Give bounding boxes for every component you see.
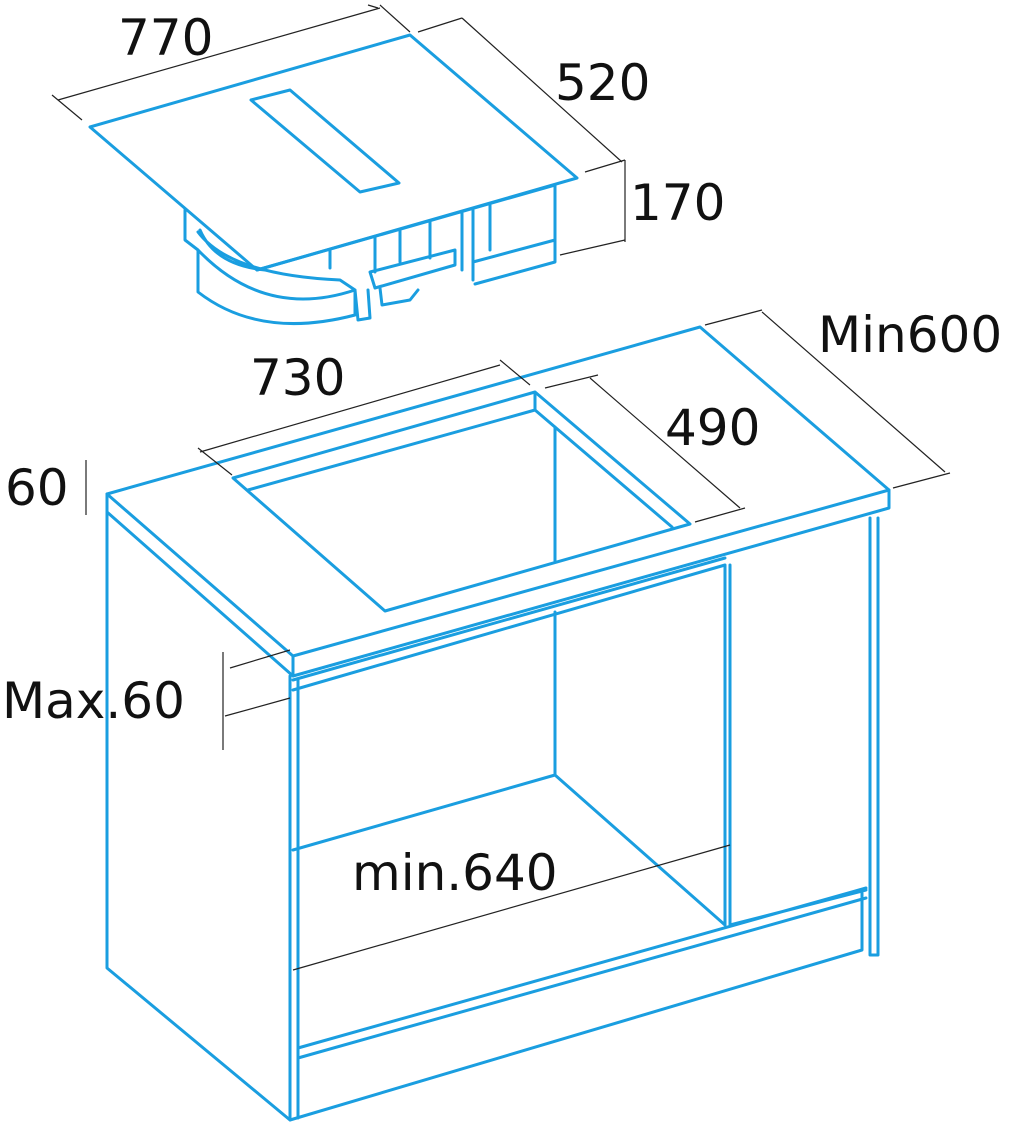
dim-min-cabinet-width: min.640 (352, 844, 558, 902)
hob-body (255, 183, 557, 307)
dim-hob-height: 170 (630, 174, 725, 232)
dim-cutout-depth: 490 (665, 399, 760, 457)
worktop-edge (105, 488, 891, 678)
hob-unit (88, 33, 579, 326)
hob-extraction-slot (249, 88, 401, 194)
dim-worktop-depth: Min600 (818, 306, 1002, 364)
cabinet (105, 325, 891, 1122)
hob-duct-outlet (183, 208, 372, 326)
dim-hob-width: 770 (118, 9, 213, 67)
worktop-surface (105, 325, 891, 658)
dimension-lines (51, 4, 951, 971)
dim-worktop-thickness: 60 (5, 459, 69, 517)
dim-cutout-width: 730 (250, 349, 345, 407)
cabinet-body (105, 510, 880, 1122)
dim-hob-depth: 520 (555, 54, 650, 112)
worktop-cutout (231, 390, 692, 613)
hob-glass-top (88, 33, 579, 272)
dim-max-gap: Max.60 (2, 672, 185, 730)
